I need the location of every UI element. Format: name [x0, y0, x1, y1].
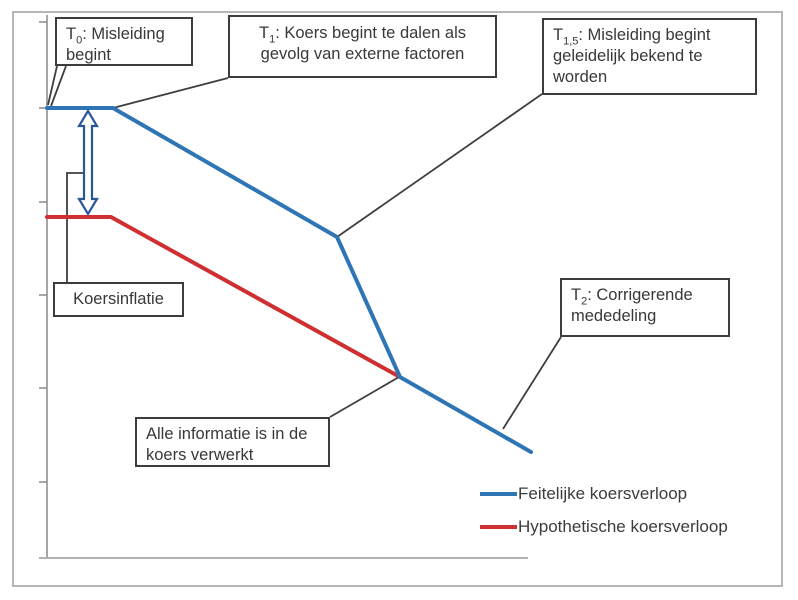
annotation-box-t1: T1: Koers begint te dalen als gevolg van… [228, 15, 497, 78]
koersinflatie-text: Koersinflatie [73, 290, 164, 308]
t2-subscript: 2 [581, 295, 588, 308]
alle-informatie-text: Alle informatie is in de koers verwerkt [146, 425, 308, 464]
hypothetical-price-line [45, 215, 402, 379]
annotation-box-t0: T0: Misleiding begint [55, 17, 193, 66]
t2-prefix: T [571, 286, 582, 304]
annotation-connectors [47, 65, 562, 430]
t0-prefix: T [66, 25, 77, 43]
t0-connector [47, 65, 58, 106]
t0-connector-2 [50, 65, 67, 107]
annotation-box-t2: T2: Corrigerende mededeling [560, 278, 730, 337]
t15-prefix: T [553, 26, 564, 44]
t1-subscript: 1 [269, 33, 276, 46]
t15-connector [336, 93, 543, 238]
alle-informatie-connector [329, 376, 400, 418]
t0-text: : Misleiding begint [66, 25, 165, 64]
t0-subscript: 0 [76, 34, 83, 47]
legend-label-hypothetical: Hypothetische koersverloop [518, 517, 728, 536]
koersinflatie-connector [66, 172, 84, 282]
annotation-box-t15: T1,5: Misleiding begint geleidelijk beke… [542, 18, 757, 95]
annotation-box-alle-informatie: Alle informatie is in de koers verwerkt [135, 417, 330, 467]
actual-price-line [45, 106, 533, 454]
t2-text: : Corrigerende mededeling [571, 286, 693, 325]
outer-frame [12, 11, 783, 587]
t1-text: : Koers begint te dalen als gevolg van e… [260, 24, 466, 63]
koersinflatie-double-arrow-icon [77, 108, 99, 217]
legend-label-actual: Feitelijke koersverloop [518, 484, 688, 503]
annotation-box-koersinflatie: Koersinflatie [53, 282, 184, 317]
y-axis-ticks [39, 21, 47, 483]
t2-connector [502, 336, 562, 430]
t1-connector [112, 77, 229, 109]
t15-subscript: 1,5 [563, 35, 579, 48]
t15-text: : Misleiding begint geleidelijk bekend t… [553, 26, 711, 86]
t1-prefix: T [258, 24, 270, 42]
